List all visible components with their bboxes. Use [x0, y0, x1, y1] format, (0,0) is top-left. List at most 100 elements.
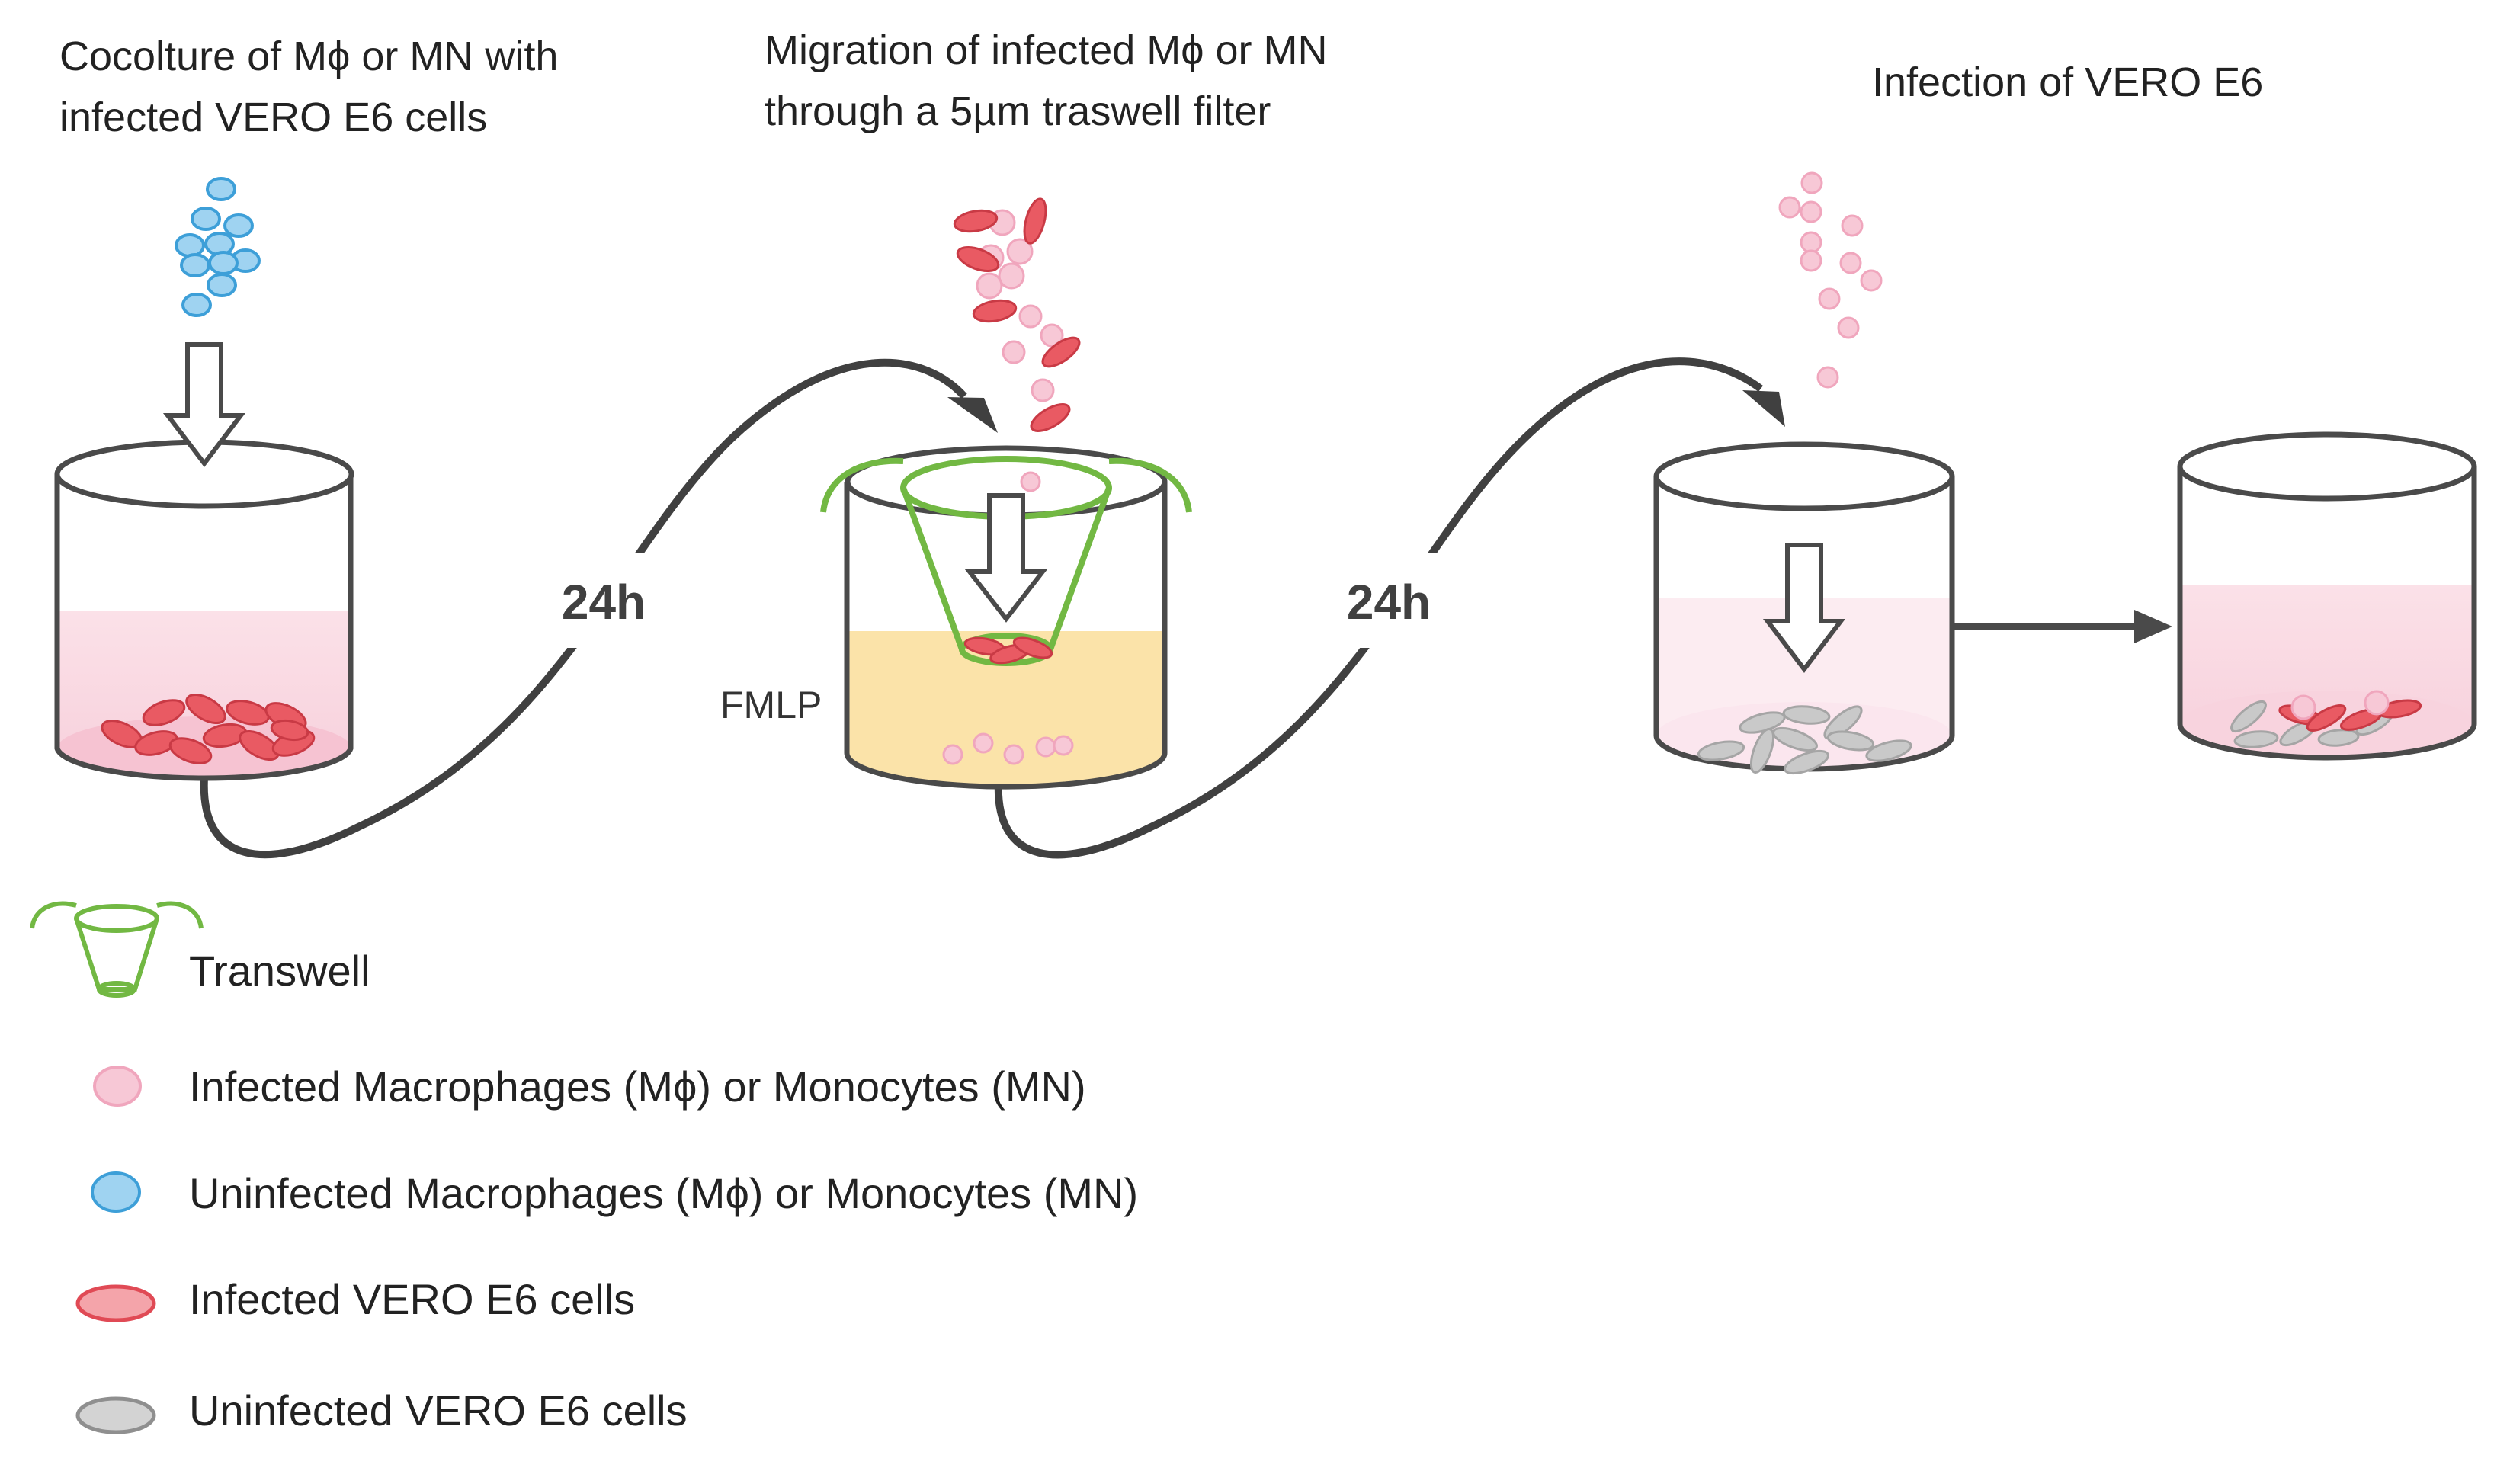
legend-label-infected-macrophages: Infected Macrophages (Mϕ) or Monocytes (… [189, 1063, 1086, 1111]
uninfected-vero-cell [1826, 730, 1875, 752]
uninfected-vero-cells [1697, 705, 1912, 775]
uninfected-macrophage-cell [207, 273, 237, 297]
infected-macrophage-cell [998, 262, 1025, 290]
transwell-right-hook [1108, 457, 1192, 513]
infected-vero-cell [953, 209, 999, 233]
down-arrow [1762, 543, 1846, 673]
legend-label-uninfected-vero: Uninfected VERO E6 cells [189, 1386, 688, 1434]
uninfected-vero-cell [1784, 749, 1829, 775]
infected-macrophage-cell [1860, 269, 1883, 292]
infected-vero-cell [1012, 636, 1053, 659]
infected-macrophage-cell [1839, 252, 1862, 274]
transwell-icon [30, 901, 204, 998]
infected-macrophage-cell [1040, 323, 1064, 348]
infected-macrophage-cell [1800, 171, 1823, 194]
infected-vero-cell [239, 729, 280, 761]
infected-macrophage-cell [1031, 378, 1055, 402]
timepoint-label-1: 24h [562, 575, 646, 630]
step2-title: Migration of infected Mϕ or MN through a… [765, 27, 1339, 134]
well-coculture [54, 177, 354, 781]
infected-macrophage-cell [1035, 736, 1056, 758]
legend-label-infected-vero: Infected VERO E6 cells [189, 1275, 635, 1323]
infected-vero-cell [2306, 704, 2347, 732]
well-transwell-migration [820, 197, 1192, 790]
uninfected-vero-cell [1772, 726, 1818, 752]
infected-macrophage-icon [93, 1066, 142, 1107]
infected-vero-cell [956, 245, 1000, 273]
transfer-arrowhead [2134, 610, 2172, 643]
well-wall [2177, 466, 2477, 761]
uninfected-vero-cell [1782, 705, 1831, 725]
infected-macrophage-cell [2364, 690, 2390, 716]
well-infection [1653, 171, 1955, 775]
timepoint-1-backdrop [534, 553, 678, 648]
infected-vero-cell [134, 730, 178, 756]
infected-macrophage-cell [1006, 238, 1034, 265]
uninfected-macrophage-icon [91, 1171, 141, 1213]
uninfected-macrophage-cell [180, 253, 210, 277]
uninfected-macrophage-cells [175, 177, 261, 317]
infected-macrophage-cells [942, 209, 1074, 765]
infected-macrophage-cell [1837, 316, 1860, 339]
uninfected-macrophage-cell [206, 177, 236, 201]
infected-vero-cells [963, 636, 1053, 665]
infected-vero-icon [75, 1284, 156, 1322]
timepoint-label-2: 24h [1347, 575, 1431, 630]
infected-macrophage-cell [942, 744, 963, 765]
uninfected-vero-cell [1697, 740, 1745, 761]
infected-macrophage-cell [1020, 471, 1041, 492]
infected-macrophage-cell [1818, 287, 1841, 310]
down-arrow [964, 493, 1048, 623]
uninfected-vero-cell [1749, 728, 1775, 774]
well-rim [2177, 431, 2477, 502]
fmlp-label: FMLP [720, 684, 822, 726]
infected-vero-cell [270, 719, 309, 742]
legend-label-uninfected-macrophages: Uninfected Macrophages (Mϕ) or Monocytes… [189, 1169, 1138, 1217]
connector-arrowhead-1 [947, 397, 998, 433]
transwell-left-hook [820, 457, 904, 513]
well-rim [1653, 441, 1955, 511]
legend-label-transwell: Transwell [189, 947, 370, 995]
infected-vero-cell [1030, 403, 1071, 432]
infected-vero-cell [168, 737, 213, 764]
uninfected-vero-cell [2233, 730, 2279, 748]
step3-title: Infection of VERO E6 [1872, 59, 2263, 105]
infected-macrophage-cell [1841, 214, 1864, 237]
timepoint-2-backdrop [1319, 553, 1463, 648]
uninfected-macrophage-cell [191, 207, 221, 231]
well-result [2177, 431, 2477, 761]
down-arrow [162, 342, 246, 467]
infected-vero-cell [1041, 336, 1081, 368]
infected-macrophage-cell [1053, 735, 1074, 756]
infected-vero-cell [142, 699, 186, 726]
migrating-infected-vero-cells [953, 197, 1081, 432]
infected-macrophage-cell [1816, 366, 1839, 389]
uninfected-vero-icon [75, 1396, 156, 1434]
infected-vero-cell [226, 700, 270, 726]
uninfected-macrophage-cell [181, 293, 212, 317]
uninfected-vero-cell [2230, 700, 2267, 733]
uninfected-macrophage-cell [223, 213, 254, 238]
step1-title: Cocolture of Mϕ or MN with infected VERO… [59, 34, 569, 140]
connector-arrowhead-2 [1742, 390, 1785, 427]
infected-vero-cell [1023, 197, 1047, 245]
infected-vero-cell [185, 693, 226, 725]
uninfected-vero-cell [2317, 729, 2360, 747]
infected-macrophage-cell [976, 272, 1003, 300]
infected-macrophage-cells [2290, 690, 2390, 720]
infected-vero-cells [101, 693, 316, 764]
uninfected-macrophage-cell [208, 251, 239, 275]
infected-macrophage-cell [1800, 249, 1822, 272]
well-wall [54, 474, 354, 781]
legend: Transwell Infected Macrophages (Mϕ) or M… [30, 901, 1138, 1434]
infected-macrophage-cell [1778, 196, 1801, 219]
infected-macrophage-cells [1778, 171, 1883, 389]
uninfected-macrophage-cell [175, 233, 205, 258]
uninfected-vero-cell [1865, 739, 1912, 762]
infected-macrophage-cell [1002, 340, 1026, 364]
infected-macrophage-cell [1800, 231, 1822, 254]
infected-macrophage-cell [1003, 744, 1024, 765]
well-wall [844, 482, 1168, 790]
infected-macrophage-cell [1018, 304, 1043, 329]
